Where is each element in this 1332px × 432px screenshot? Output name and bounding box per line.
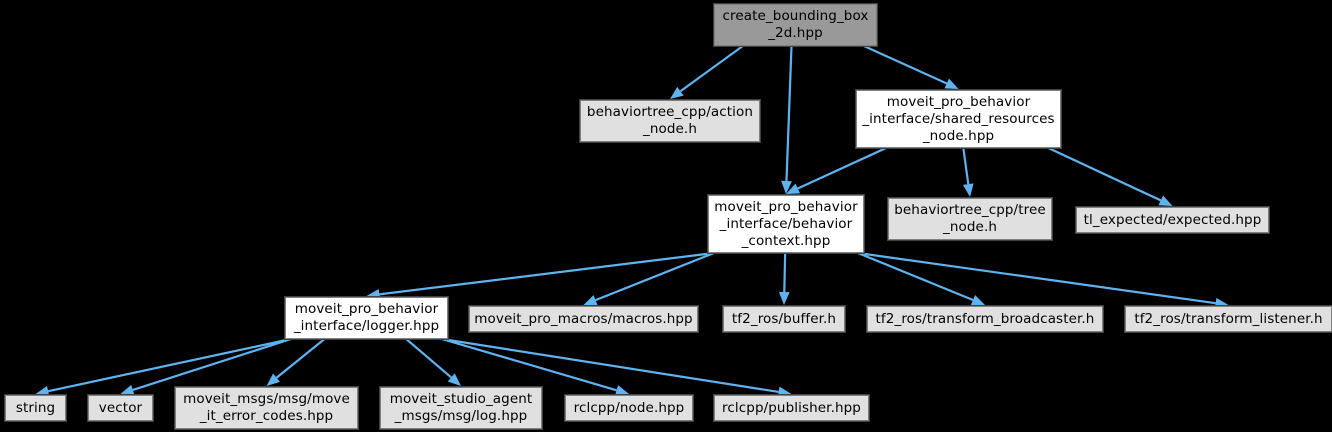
graph-edge-behavior_context-to-macros	[583, 251, 715, 306]
graph-node-moveit_msgs[interactable]: moveit_msgs/msg/move _it_error_codes.hpp	[174, 386, 359, 430]
graph-node-agent_msgs[interactable]: moveit_studio_agent _msgs/msg/log.hpp	[379, 386, 543, 430]
graph-edge-behavior_context-to-listener	[857, 251, 1229, 309]
graph-edge-behavior_context-to-buffer	[778, 252, 790, 305]
graph-node-action_node[interactable]: behaviortree_cpp/action _node.h	[579, 99, 761, 143]
graph-node-macros[interactable]: moveit_pro_macros/macros.hpp	[468, 305, 699, 333]
graph-node-buffer[interactable]: tf2_ros/buffer.h	[722, 305, 846, 333]
graph-node-broadcaster[interactable]: tf2_ros/transform_broadcaster.h	[866, 305, 1104, 333]
graph-node-behavior_context[interactable]: moveit_pro_behavior _interface/behavior …	[707, 194, 865, 254]
graph-edge-behavior_context-to-broadcaster	[857, 251, 985, 305]
graph-node-rclcpp_node[interactable]: rclcpp/node.hpp	[564, 394, 694, 422]
graph-edge-logger-to-moveit_msgs	[266, 338, 326, 386]
graph-edge-root-to-shared_resources	[863, 44, 959, 89]
graph-node-string[interactable]: string	[4, 394, 67, 422]
graph-node-listener[interactable]: tf2_ros/transform_listener.h	[1124, 305, 1332, 333]
graph-node-tree_node[interactable]: behaviortree_cpp/tree _node.h	[887, 197, 1053, 241]
graph-edge-logger-to-vector	[120, 337, 292, 396]
graph-edge-behavior_context-to-logger	[366, 251, 715, 300]
graph-edge-shared_resources-to-tree_node	[962, 147, 974, 197]
graph-edge-shared_resources-to-tl_expected	[1047, 147, 1173, 206]
graph-node-shared_resources[interactable]: moveit_pro_behavior _interface/shared_re…	[855, 89, 1062, 149]
graph-node-tl_expected[interactable]: tl_expected/expected.hpp	[1075, 206, 1270, 234]
graph-edge-shared_resources-to-behavior_context	[786, 147, 887, 194]
graph-edge-logger-to-string	[35, 337, 292, 397]
graph-node-vector[interactable]: vector	[87, 394, 154, 422]
graph-node-rclcpp_publisher[interactable]: rclcpp/publisher.hpp	[713, 394, 870, 422]
graph-edge-logger-to-rclcpp_publisher	[441, 337, 792, 398]
graph-node-root[interactable]: create_bounding_box _2d.hpp	[713, 3, 878, 47]
graph-edge-logger-to-agent_msgs	[405, 338, 461, 386]
graph-node-logger[interactable]: moveit_pro_behavior _interface/logger.hp…	[284, 296, 449, 340]
graph-edge-root-to-action_node	[670, 45, 744, 99]
graph-edge-root-to-behavior_context	[781, 45, 793, 194]
graph-edge-logger-to-rclcpp_node	[441, 337, 629, 396]
